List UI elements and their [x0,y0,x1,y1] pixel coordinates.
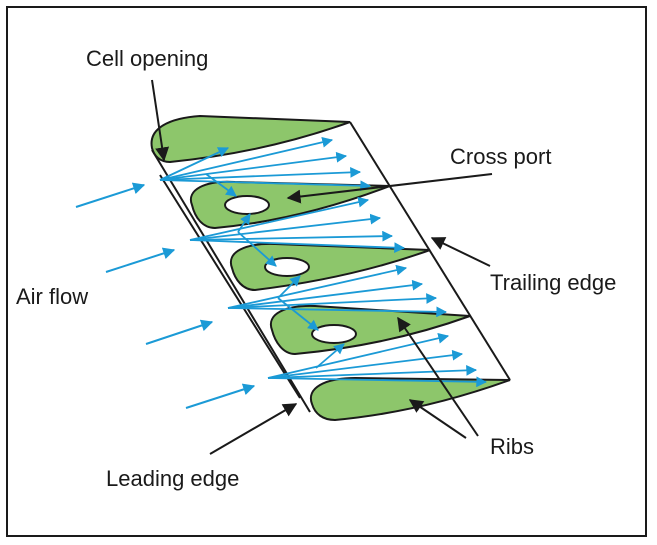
leading-edge-line-front [151,149,311,413]
cross-port-label: Cross port [450,144,552,169]
internal-airflow [159,136,488,388]
incoming-airflow [75,182,256,409]
rib-5 [309,376,511,422]
ribs-pointer-lower [408,399,467,439]
cross-port-1 [224,195,270,215]
cross-port-2 [264,257,310,277]
ribs-pointer-upper [397,316,479,437]
cell-opening-pointer [151,79,170,162]
ribs-group [150,114,511,422]
rib-1 [150,114,351,164]
cross-port-pointer [286,173,493,204]
airflow-arrow [75,182,146,208]
rib-3 [229,242,431,292]
trailing-edge-label: Trailing edge [490,270,617,295]
airflow-arrow [105,247,176,273]
callout-arrows [151,79,493,455]
leading-edge-pointer [209,403,298,455]
cell-opening-label: Cell opening [86,46,209,71]
rib-4 [269,304,471,356]
ribs-label: Ribs [490,434,535,459]
airflow-arrow [185,383,256,409]
airflow-arrow [145,319,214,345]
trailing-edge-pointer [430,237,491,267]
air-flow-label: Air flow [16,284,89,309]
cross-port-3 [311,324,357,344]
leading-edge-line-back [159,174,301,399]
leading-edge-label: Leading edge [106,466,240,491]
